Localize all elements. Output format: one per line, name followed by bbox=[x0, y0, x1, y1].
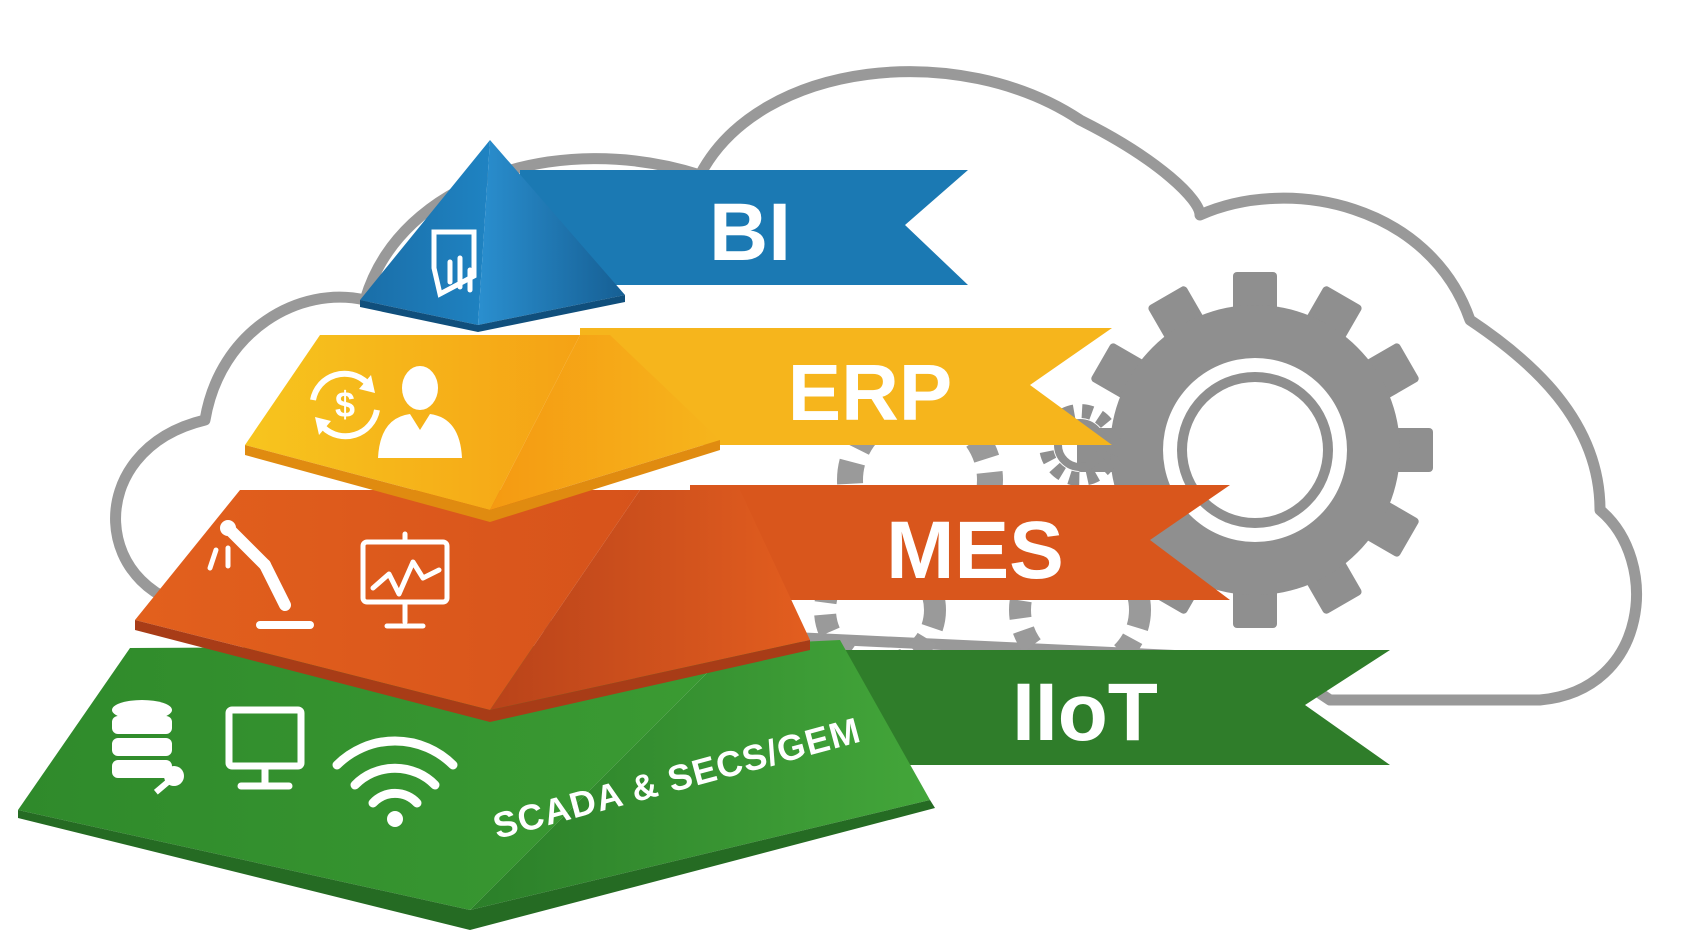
bi-label: BI bbox=[709, 187, 791, 278]
gear-icon bbox=[1077, 272, 1433, 628]
bi-banner bbox=[520, 170, 968, 285]
erp-label: ERP bbox=[788, 348, 953, 437]
desktop-monitor-icon bbox=[225, 706, 305, 790]
robotic-arm-icon bbox=[207, 520, 314, 629]
iiot-label: IIoT bbox=[1012, 667, 1158, 758]
erp-banner bbox=[580, 328, 1112, 445]
database-key-icon bbox=[112, 700, 184, 795]
wifi-icon bbox=[332, 736, 458, 827]
svg-text:$: $ bbox=[335, 384, 355, 425]
iiot-layer bbox=[18, 640, 935, 930]
left-gear-icon bbox=[814, 544, 946, 676]
currency-exchange-icon: $ bbox=[310, 370, 380, 440]
business-person-icon bbox=[378, 366, 462, 458]
bar-chart-report-icon bbox=[431, 229, 477, 298]
monitor-chart-icon bbox=[360, 531, 450, 629]
mes-banner bbox=[690, 485, 1230, 600]
mes-label: MES bbox=[886, 505, 1064, 596]
